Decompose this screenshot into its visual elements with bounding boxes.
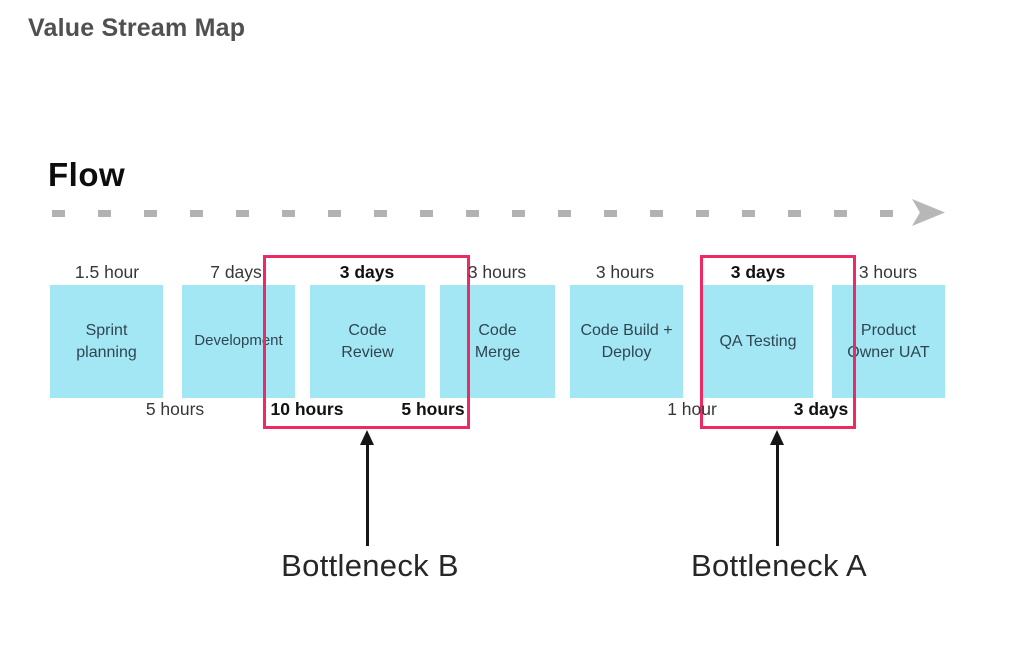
stage-box-sprint-planning: Sprint planning: [50, 285, 163, 398]
arrow-shaft: [366, 441, 369, 546]
stage-label: Code Build + Deploy: [580, 321, 673, 361]
stage-box-product-owner-uat: Product Owner UAT: [832, 285, 945, 398]
wait-time-before-qa-testing: 1 hour: [667, 399, 717, 419]
stage-label: Development: [194, 332, 283, 350]
stage-box-code-merge: Code Merge: [440, 285, 555, 398]
bottleneck-a-outline: [700, 255, 856, 429]
process-time-sprint-planning: 1.5 hour: [74, 262, 140, 282]
arrow-up-icon: [360, 430, 374, 445]
stage-box-code-build-deploy: Code Build + Deploy: [570, 285, 683, 398]
flow-heading: Flow: [48, 156, 126, 193]
bottleneck-b-outline: [263, 255, 470, 429]
wait-time-after-sprint-planning: 5 hours: [145, 399, 205, 419]
process-time-qa-testing: 3 days: [730, 262, 786, 282]
stage-label: Product Owner UAT: [847, 321, 930, 361]
stage-box-code-review: Code Review: [310, 285, 425, 398]
bottleneck-b-label: Bottleneck B: [281, 548, 459, 583]
stage-box-qa-testing: QA Testing: [703, 285, 813, 398]
flow-arrowhead-icon: [912, 199, 945, 226]
process-time-product-owner-uat: 3 hours: [858, 262, 918, 282]
stage-label: Code Review: [341, 321, 394, 361]
process-time-code-build-deploy: 3 hours: [595, 262, 655, 282]
arrow-up-icon: [770, 430, 784, 445]
arrow-shaft: [776, 441, 779, 546]
stage-label: Code Merge: [474, 321, 521, 361]
wait-time-after-qa-testing: 3 days: [793, 399, 849, 419]
wait-time-before-code-review: 10 hours: [270, 399, 344, 419]
flow-dashed-line: [52, 210, 905, 217]
stage-label: QA Testing: [719, 332, 797, 350]
wait-time-after-code-review: 5 hours: [401, 399, 465, 419]
stage-box-development: Development: [182, 285, 295, 398]
stage-label: Sprint planning: [76, 321, 137, 361]
process-time-code-review: 3 days: [339, 262, 395, 282]
process-time-code-merge: 3 hours: [467, 262, 527, 282]
process-time-development: 7 days: [210, 262, 262, 282]
page-title: Value Stream Map: [28, 14, 246, 42]
bottleneck-a-label: Bottleneck A: [691, 548, 867, 583]
